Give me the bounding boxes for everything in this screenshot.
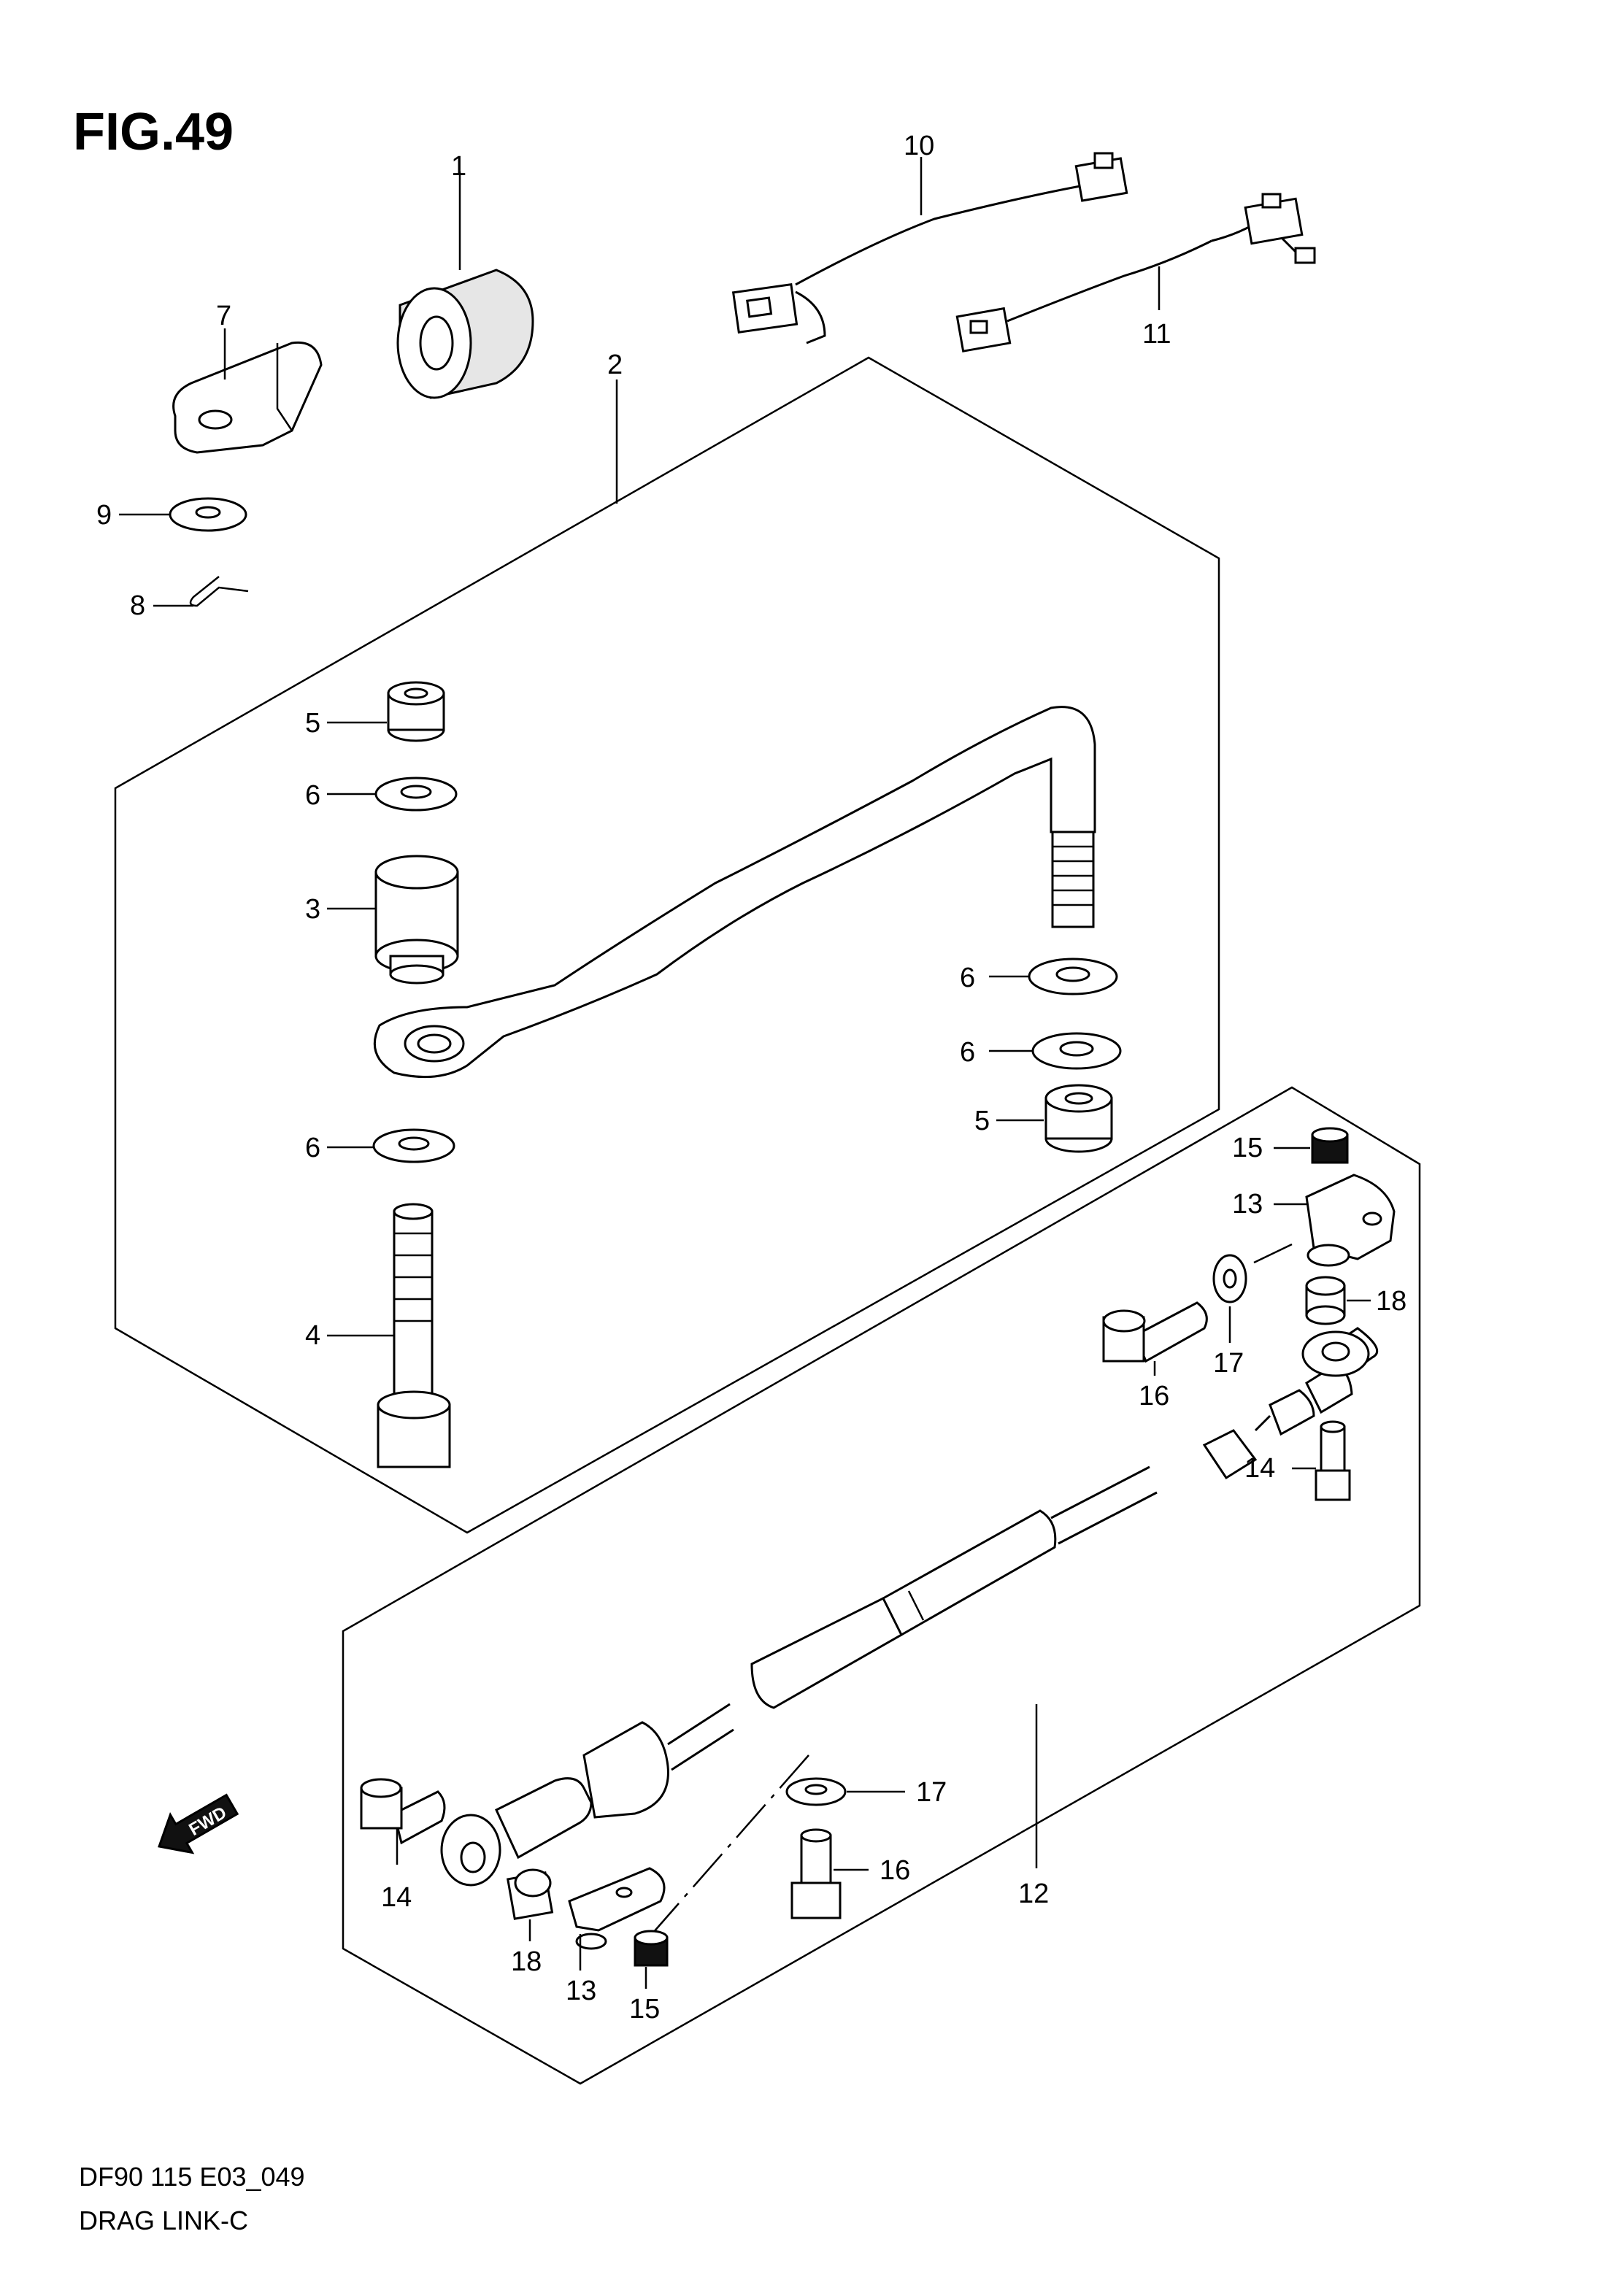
part-16-bolt-upper (1102, 1301, 1208, 1376)
part-10-harness (731, 152, 1128, 344)
part-14-bolt-upper (1292, 1420, 1351, 1501)
callout-14-upper: 14 (1244, 1453, 1275, 1484)
part-13-bracket-upper (1253, 1174, 1396, 1267)
callout-3: 3 (305, 894, 320, 925)
callout-17-lower: 17 (916, 1777, 947, 1808)
callout-6-b: 6 (960, 963, 975, 993)
callout-2: 2 (607, 350, 623, 380)
callout-1: 1 (451, 151, 466, 182)
kit-box-12 (342, 1086, 1421, 2085)
part-17-washer-upper (1212, 1254, 1247, 1343)
callout-16-lower: 16 (880, 1855, 910, 1886)
part-7-bracket (172, 328, 323, 454)
callout-6-a: 6 (305, 780, 320, 811)
part-2-drag-link (373, 706, 1096, 1079)
part-11-harness (955, 193, 1316, 353)
part-13-bracket-lower (568, 1867, 666, 1971)
alignment-line (642, 1754, 809, 1946)
part-6-washer-c (989, 1032, 1122, 1070)
callout-16-upper: 16 (1139, 1381, 1169, 1411)
rod-thread (1051, 831, 1095, 928)
callout-13-upper: 13 (1232, 1189, 1263, 1220)
part-18-spacer-upper (1305, 1276, 1371, 1325)
part-5-nut-lower (996, 1084, 1113, 1153)
fwd-arrow-icon: FWD (158, 1793, 239, 1854)
part-15-nut-upper (1274, 1127, 1349, 1164)
part-12-link-assembly (440, 1327, 1379, 1887)
part-8-cotter-pin (153, 576, 249, 607)
part-5-nut-upper (327, 681, 445, 742)
figure-code: DF90 115 E03_049 (79, 2162, 305, 2192)
figure-caption: DRAG LINK-C (79, 2206, 248, 2235)
part-6-washer-d (327, 1128, 455, 1163)
callout-11: 11 (1142, 319, 1171, 350)
callout-18-upper: 18 (1376, 1286, 1406, 1317)
part-17-washer-lower (785, 1777, 905, 1806)
callout-6-d: 6 (305, 1133, 320, 1163)
figure-title: FIG.49 (73, 103, 234, 161)
callout-10: 10 (904, 131, 934, 161)
part-16-bolt-lower (790, 1828, 869, 1919)
callout-9: 9 (96, 500, 112, 531)
callout-7: 7 (216, 301, 231, 331)
part-6-washer-a (327, 777, 458, 812)
callout-15-lower: 15 (629, 1994, 660, 2025)
callout-12: 12 (1018, 1879, 1049, 1909)
part-4-bolt (327, 1203, 451, 1468)
callout-14-lower: 14 (381, 1882, 412, 1913)
callout-18-lower: 18 (511, 1946, 542, 1977)
callout-13-lower: 13 (566, 1976, 596, 2006)
callout-5-lower: 5 (974, 1106, 990, 1136)
callout-15-upper: 15 (1232, 1133, 1263, 1163)
kit-box-2 (114, 356, 1220, 1534)
part-9-washer (119, 497, 247, 532)
callout-5-upper: 5 (305, 708, 320, 739)
callout-17-upper: 17 (1213, 1348, 1244, 1379)
part-18-spacer-lower (506, 1868, 554, 1941)
part-6-washer-b (989, 958, 1118, 995)
callout-6-c: 6 (960, 1037, 975, 1068)
callout-8: 8 (130, 590, 145, 621)
part-3-collar (327, 855, 459, 985)
part-14-bolt-lower (360, 1778, 446, 1865)
part-1-grommet (396, 172, 534, 399)
callout-4: 4 (305, 1320, 320, 1351)
part-15-nut-lower (634, 1930, 669, 1989)
